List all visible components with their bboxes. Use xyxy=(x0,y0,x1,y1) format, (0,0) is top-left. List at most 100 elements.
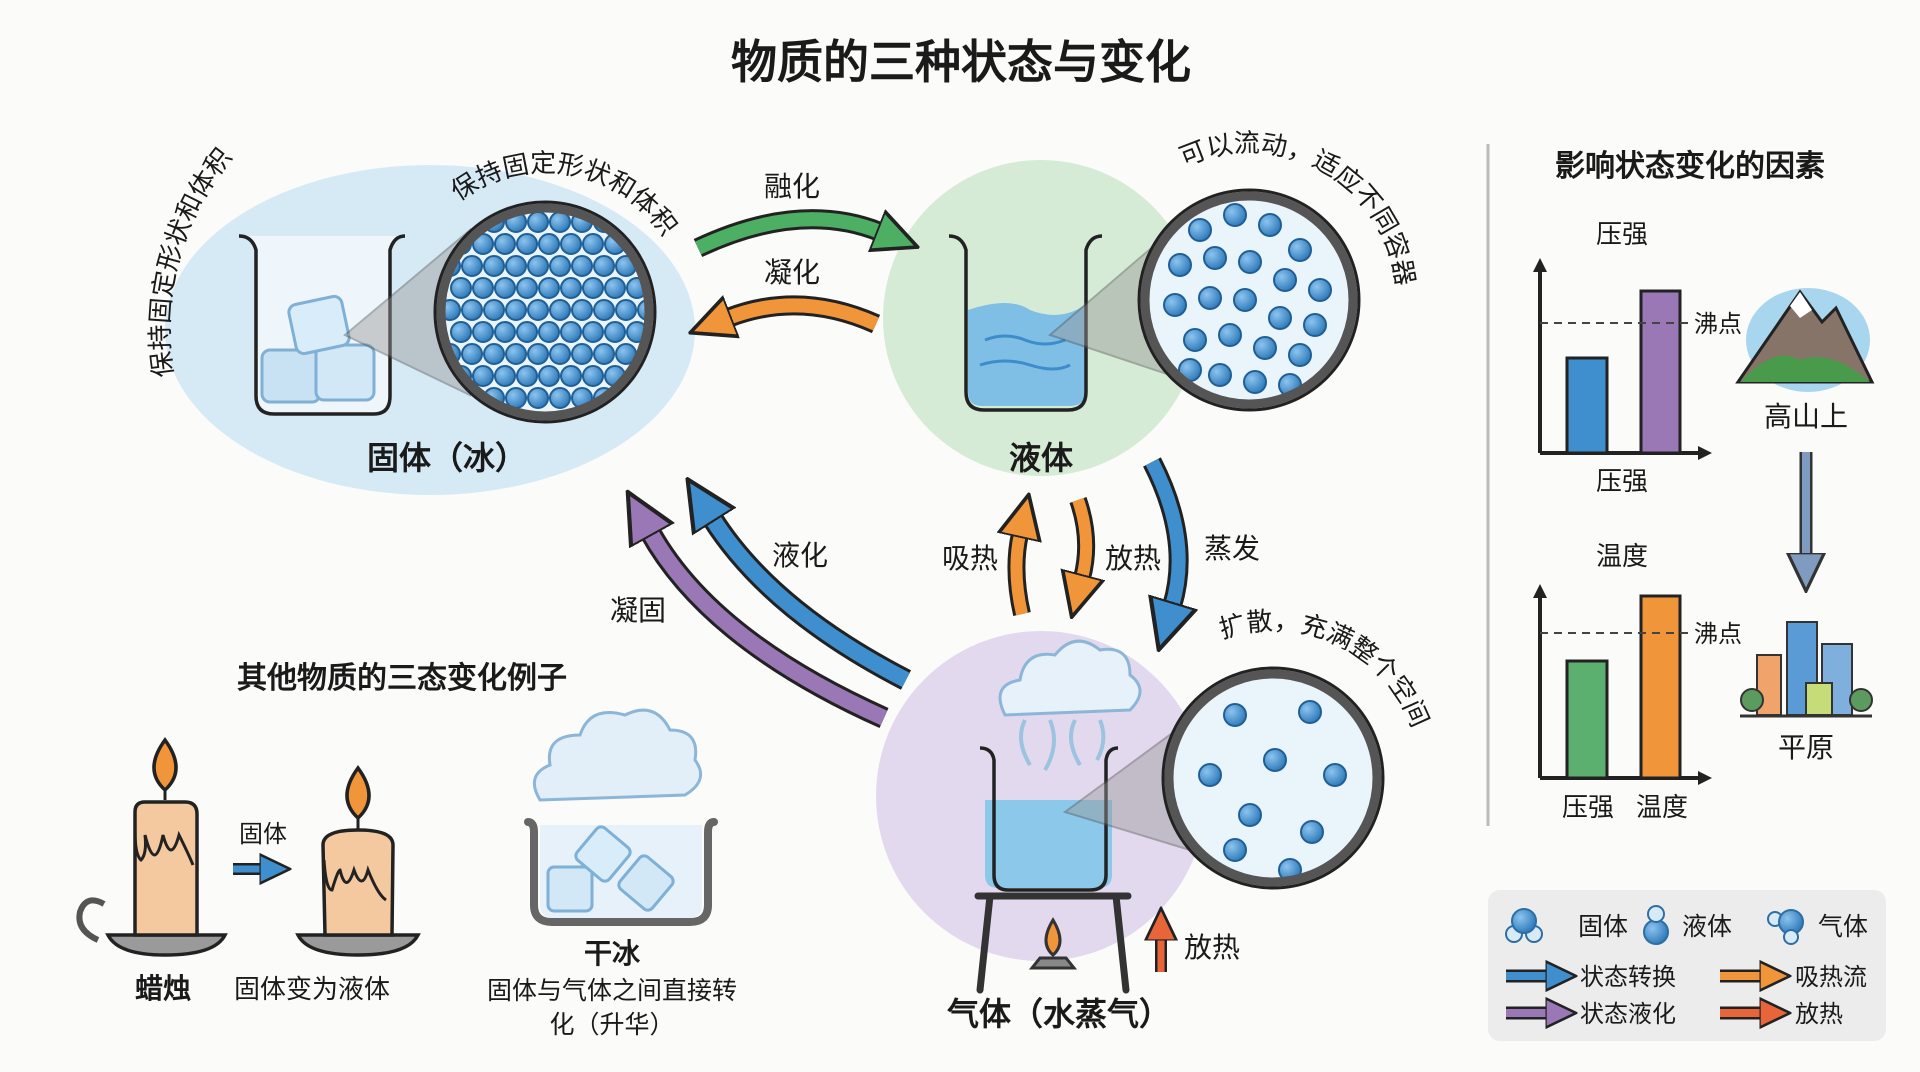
pressure-chart xyxy=(1533,258,1712,460)
molecule xyxy=(483,299,505,321)
molecule xyxy=(483,343,505,365)
gas-molecules xyxy=(1198,700,1347,878)
molecule xyxy=(1168,253,1192,277)
molecule xyxy=(1263,748,1287,772)
candle-solid xyxy=(76,737,228,957)
molecule xyxy=(527,387,549,409)
beaker-with-water xyxy=(948,234,1103,412)
molecule xyxy=(571,299,593,321)
legend-heat-release: 放热 xyxy=(1795,1000,1843,1028)
molecule xyxy=(461,343,483,365)
temperature-bar-low xyxy=(1565,659,1609,780)
molecule xyxy=(1273,268,1297,292)
molecule xyxy=(1223,838,1247,862)
candle-melting xyxy=(295,765,421,957)
molecule xyxy=(549,212,571,233)
pressure-bar-high xyxy=(1639,289,1682,455)
pressure-title: 压强 xyxy=(1596,220,1648,250)
dry-ice-pot xyxy=(524,708,718,926)
temperature-title: 温度 xyxy=(1596,542,1648,572)
city-icon xyxy=(1740,621,1873,718)
evaporate-arrow xyxy=(1145,458,1179,606)
molecule xyxy=(494,365,516,387)
molecule xyxy=(538,365,560,387)
molecule xyxy=(549,255,571,277)
factors-heading: 影响状态变化的因素 xyxy=(1555,149,1825,184)
molecule xyxy=(1198,763,1222,787)
molecule xyxy=(582,365,604,387)
legend: 固体 液体 气体 状态转换 吸热流 状态液化 放热 xyxy=(1488,890,1886,1041)
melt-arrow xyxy=(695,219,880,255)
legend-state-liquefy: 状态液化 xyxy=(1580,1000,1676,1028)
legend-liquid: 液体 xyxy=(1682,912,1732,941)
molecule xyxy=(1323,763,1347,787)
molecule xyxy=(1218,323,1242,347)
molecule xyxy=(615,299,637,321)
factors-panel: 影响状态变化的因素 压强 沸点 压强 高山上 温度 xyxy=(1486,144,1875,826)
molecule xyxy=(527,255,549,277)
solid-molecule-icon xyxy=(1505,908,1543,943)
liquefy-label: 液化 xyxy=(772,539,828,572)
molecule xyxy=(494,321,516,343)
molecule xyxy=(1238,803,1262,827)
gas-label: 气体（水蒸气） xyxy=(947,995,1171,1033)
molecule xyxy=(472,321,494,343)
liquid-molecule-icon xyxy=(1643,905,1669,945)
molecule xyxy=(505,299,527,321)
molecule xyxy=(527,299,549,321)
molecule xyxy=(1183,328,1207,352)
examples-heading: 其他物质的三态变化例子 xyxy=(237,661,567,696)
liquid-state-group: 可以流动，适应不同容器 液体 xyxy=(883,129,1420,477)
liquid-label: 液体 xyxy=(1009,439,1073,477)
pressure-bar-low xyxy=(1565,356,1609,455)
heated-beaker xyxy=(974,746,1132,994)
molecule xyxy=(604,277,626,299)
molecule xyxy=(593,255,615,277)
legend-gas: 气体 xyxy=(1818,912,1868,941)
mountain-label: 高山上 xyxy=(1764,400,1848,433)
molecule xyxy=(1308,278,1332,302)
plain-label: 平原 xyxy=(1778,731,1834,764)
liquid-molecules xyxy=(1163,203,1332,397)
molecule xyxy=(516,365,538,387)
candle-arrow-label: 固体 xyxy=(239,820,287,848)
molecule xyxy=(538,233,560,255)
molecule xyxy=(538,321,560,343)
solid-state-group: 保持固定形状和体积 保持固定形状和体积 固体（冰） xyxy=(146,143,695,495)
boiling-point-label-1: 沸点 xyxy=(1694,310,1742,338)
pressure-x-label: 压强 xyxy=(1596,467,1648,497)
evaporate-label: 蒸发 xyxy=(1204,532,1260,565)
molecule xyxy=(1288,238,1312,262)
molecule xyxy=(472,277,494,299)
molecule xyxy=(1198,286,1222,310)
molecule xyxy=(582,233,604,255)
release-heat-label: 放热 xyxy=(1105,542,1161,575)
molecule xyxy=(516,277,538,299)
molecule xyxy=(494,277,516,299)
molecule xyxy=(1233,288,1257,312)
molecule xyxy=(1253,336,1277,360)
molecule xyxy=(1300,820,1324,844)
molecule xyxy=(571,343,593,365)
absorb-heat-label: 吸热 xyxy=(942,542,998,575)
molecule xyxy=(560,365,582,387)
molecule xyxy=(1208,363,1232,387)
molecule xyxy=(1258,213,1282,237)
solidify-arrow xyxy=(650,532,888,726)
transition-arrows: 融化 凝化 液化 凝固 吸热 放热 蒸发 放热 xyxy=(610,170,1260,972)
temperature-bar-high xyxy=(1639,594,1682,780)
page-title: 物质的三种状态与变化 xyxy=(731,35,1191,89)
molecule xyxy=(1223,703,1247,727)
molecule xyxy=(450,321,472,343)
mountain-icon xyxy=(1735,288,1875,392)
boiling-point-label-2: 沸点 xyxy=(1694,620,1742,648)
molecule xyxy=(560,321,582,343)
gas-magnifier xyxy=(1169,674,1377,882)
x-label-pressure: 压强 xyxy=(1562,793,1614,823)
solidify-label: 凝固 xyxy=(610,594,666,627)
x-label-temperature: 温度 xyxy=(1636,793,1688,823)
legend-solid: 固体 xyxy=(1578,912,1628,941)
bottom-release-heat-label: 放热 xyxy=(1184,931,1240,964)
molecule xyxy=(1238,250,1262,274)
molecule xyxy=(1288,343,1312,367)
